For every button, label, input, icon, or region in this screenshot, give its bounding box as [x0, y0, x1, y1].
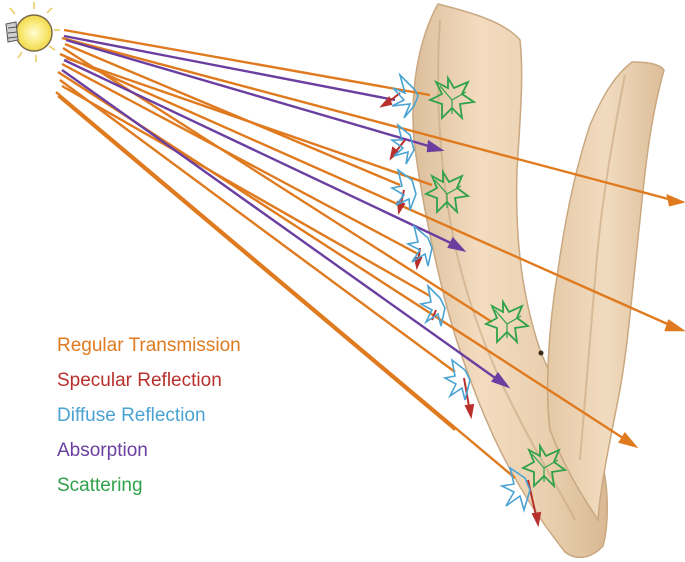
- diffuse-burst: [391, 72, 419, 119]
- transmission-ray: [55, 91, 516, 479]
- diffuse-burst: [418, 283, 446, 327]
- diffuse-reflection-bursts: [389, 72, 531, 513]
- legend-diffuse-reflection: Diffuse Reflection: [57, 405, 206, 426]
- tooth-right-wall: [546, 61, 665, 523]
- diffuse-burst: [442, 358, 471, 401]
- diffuse-burst: [389, 122, 415, 165]
- tooth-inner-line-left: [437, 19, 576, 521]
- tooth-pit-mark: [538, 350, 544, 356]
- transmission-ray: [64, 42, 401, 187]
- absorption-rays: [61, 34, 511, 389]
- tooth-inner-line-right: [579, 74, 626, 461]
- legend-regular-transmission: Regular Transmission: [57, 335, 241, 356]
- absorption-ray: [65, 38, 433, 149]
- diffuse-burst: [499, 466, 531, 513]
- legend-scattering: Scattering: [57, 475, 143, 496]
- transmission-ray: [61, 36, 673, 202]
- diffuse-burst: [405, 223, 433, 267]
- transmission-ray: [59, 52, 673, 328]
- legend-specular-reflection: Specular Reflection: [57, 370, 222, 391]
- tooth: [412, 3, 665, 559]
- diffuse-burst: [389, 168, 417, 211]
- transmission-ray: [59, 79, 456, 373]
- absorption-ray: [61, 69, 499, 381]
- light-bulb-icon: [5, 2, 60, 62]
- transmission-ray: [63, 28, 431, 97]
- absorption-ray: [63, 58, 456, 247]
- legend: Regular Transmission Specular Reflection…: [57, 328, 241, 503]
- transmission-ray: [61, 62, 421, 257]
- transmission-ray: [61, 84, 431, 298]
- transmission-ray: [57, 95, 456, 431]
- absorption-ray: [63, 34, 396, 102]
- legend-absorption: Absorption: [57, 440, 148, 461]
- specular-reflection-rays: [379, 92, 542, 528]
- scattering-inner-rays: [434, 85, 559, 482]
